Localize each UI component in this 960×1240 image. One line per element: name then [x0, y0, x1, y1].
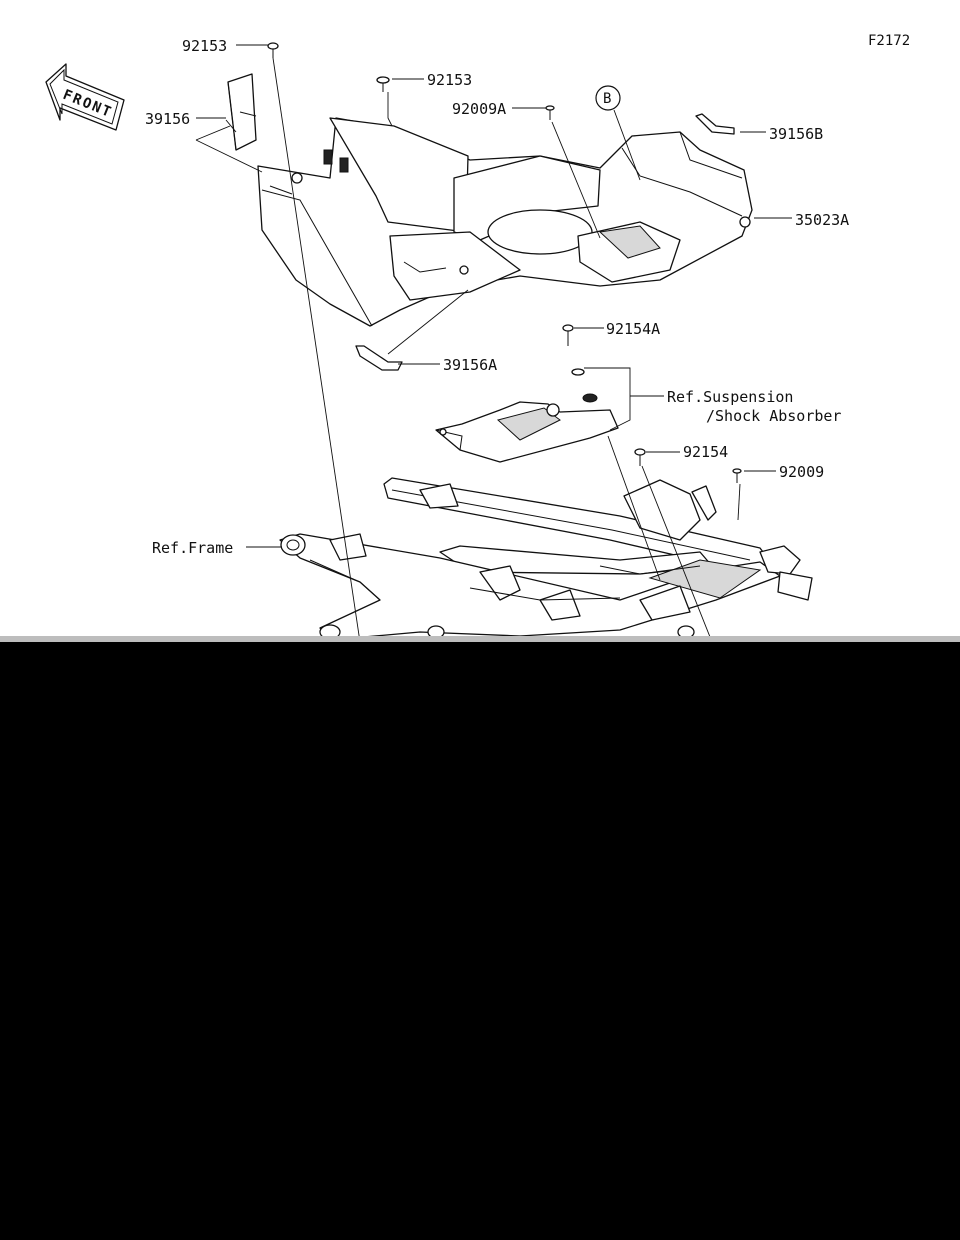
label-92153-top: 92153	[182, 37, 227, 55]
bolt-92009-icon	[732, 468, 742, 483]
label-ref-suspension-2: /Shock Absorber	[706, 407, 841, 425]
bolt-92153-mid-icon	[376, 76, 390, 92]
front-arrow-icon: FRONT	[45, 63, 125, 131]
leader-lines	[195, 44, 792, 642]
figure-id: F2172	[868, 33, 910, 49]
bolt-92153-top-icon	[267, 42, 279, 58]
bolt-92154A-icon	[562, 324, 574, 346]
label-35023A: 35023A	[795, 211, 849, 229]
label-92009: 92009	[779, 463, 824, 481]
label-ref-frame: Ref.Frame	[152, 539, 233, 557]
scan-edge	[0, 636, 960, 642]
parts-diagram: F2172 FRONT	[0, 33, 960, 642]
collar-washers-icon	[571, 368, 598, 403]
bolt-92009A-icon	[545, 105, 555, 120]
label-92154: 92154	[683, 443, 728, 461]
suspension-bracket	[435, 401, 619, 463]
label-39156: 39156	[145, 110, 190, 128]
blank-black-region	[0, 642, 960, 1240]
callout-b-label: B	[603, 91, 611, 107]
part-39156-block	[227, 73, 257, 151]
label-39156B: 39156B	[769, 125, 823, 143]
label-39156A: 39156A	[443, 356, 497, 374]
callout-b: B	[595, 85, 621, 111]
bolt-92154-icon	[634, 448, 646, 466]
diagram-sheet: F2172 FRONT	[0, 0, 960, 642]
part-39156B-strip	[695, 113, 735, 135]
label-ref-suspension-1: Ref.Suspension	[667, 388, 793, 406]
label-92154A: 92154A	[606, 320, 660, 338]
label-92009A: 92009A	[452, 100, 506, 118]
frame-assembly	[279, 477, 813, 641]
part-35023A-tray	[257, 117, 753, 327]
label-92153-mid: 92153	[427, 71, 472, 89]
part-39156A-strip	[355, 345, 403, 371]
